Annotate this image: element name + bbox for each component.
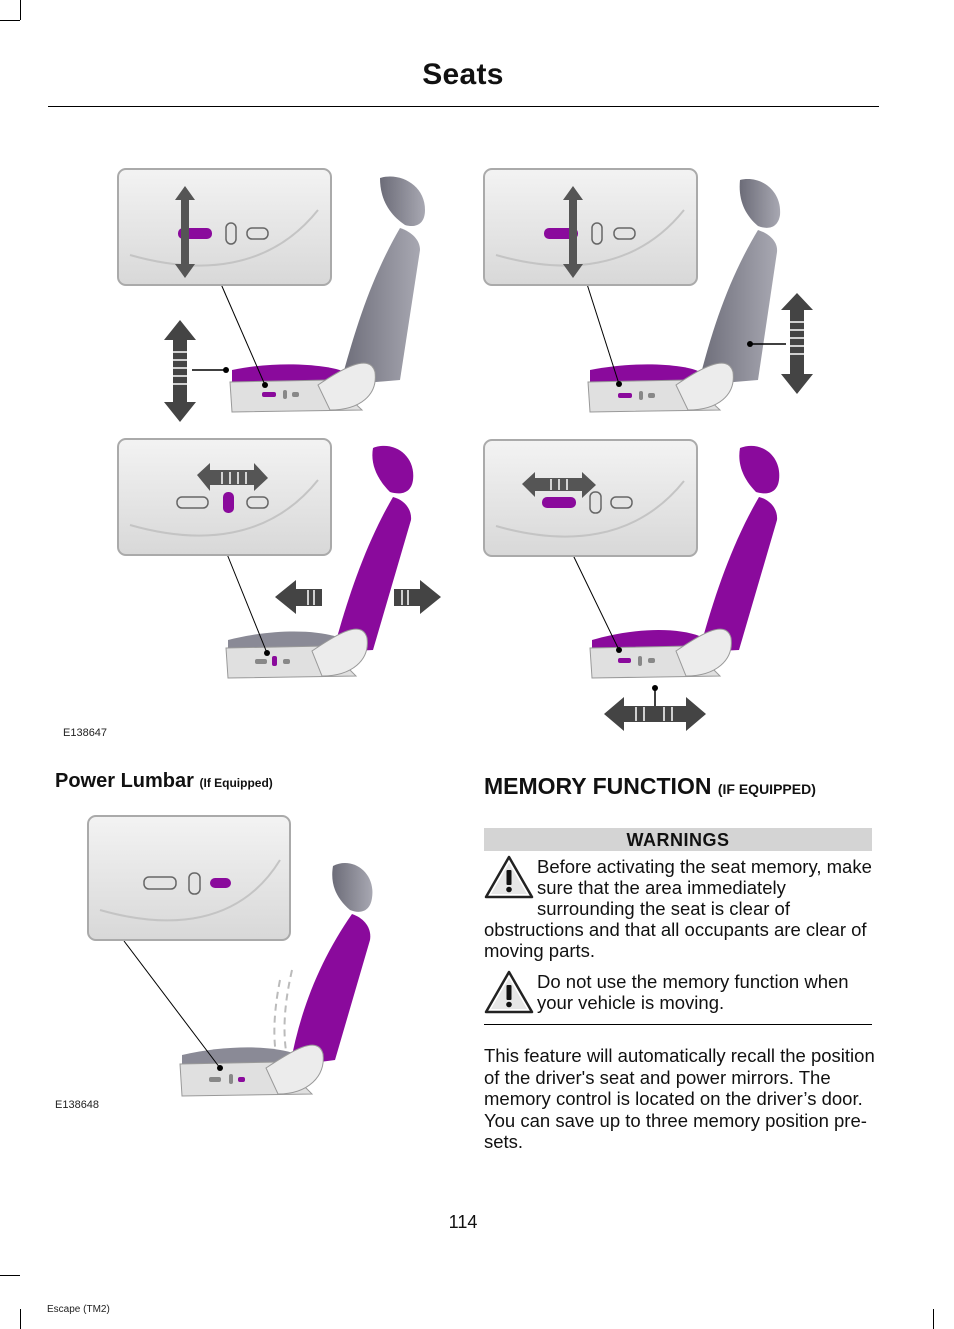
warning-triangle-icon [484, 855, 534, 899]
warnings-bar: WARNINGS [484, 828, 872, 851]
figure-id: E138648 [55, 1099, 100, 1111]
power-lumbar-heading: Power Lumbar (If Equipped) [55, 770, 273, 793]
power-lumbar-qualifier: (If Equipped) [199, 776, 273, 790]
memory-function-qualifier: (IF EQUIPPED) [717, 781, 816, 797]
warning-block: Do not use the memory function when your… [484, 970, 874, 1015]
seat-height-diagram [117, 168, 425, 422]
page-title: Seats [422, 58, 504, 91]
warnings-divider [484, 1024, 872, 1025]
power-lumbar-title: Power Lumbar [55, 770, 194, 792]
title-divider [48, 106, 879, 107]
warning-text-1: Before activating the seat memory, make … [484, 856, 872, 961]
warning-triangle-icon [484, 970, 534, 1014]
memory-function-title: MEMORY FUNCTION [484, 773, 712, 799]
crop-mark [0, 20, 20, 21]
crop-mark [933, 1309, 934, 1329]
crop-mark [20, 0, 21, 20]
crop-mark [0, 1275, 20, 1276]
seat-fore-aft-tilt-diagram [117, 438, 441, 679]
warning-block: Before activating the seat memory, make … [484, 855, 874, 961]
warning-text-2: Do not use the memory function when your… [537, 971, 849, 1013]
memory-function-paragraph: This feature will automatically recall t… [484, 1045, 875, 1152]
seat-adjustment-figure [117, 168, 813, 731]
footer-doc-label: Escape (TM2) [47, 1304, 110, 1315]
power-lumbar-figure [87, 815, 373, 1097]
seat-recline-diagram [483, 168, 813, 413]
page-number: 114 [448, 1212, 478, 1232]
figure-id: E138647 [63, 727, 108, 739]
memory-function-heading: MEMORY FUNCTION (IF EQUIPPED) [484, 773, 816, 800]
seat-fore-aft-diagram [483, 439, 780, 731]
crop-mark [20, 1309, 21, 1329]
